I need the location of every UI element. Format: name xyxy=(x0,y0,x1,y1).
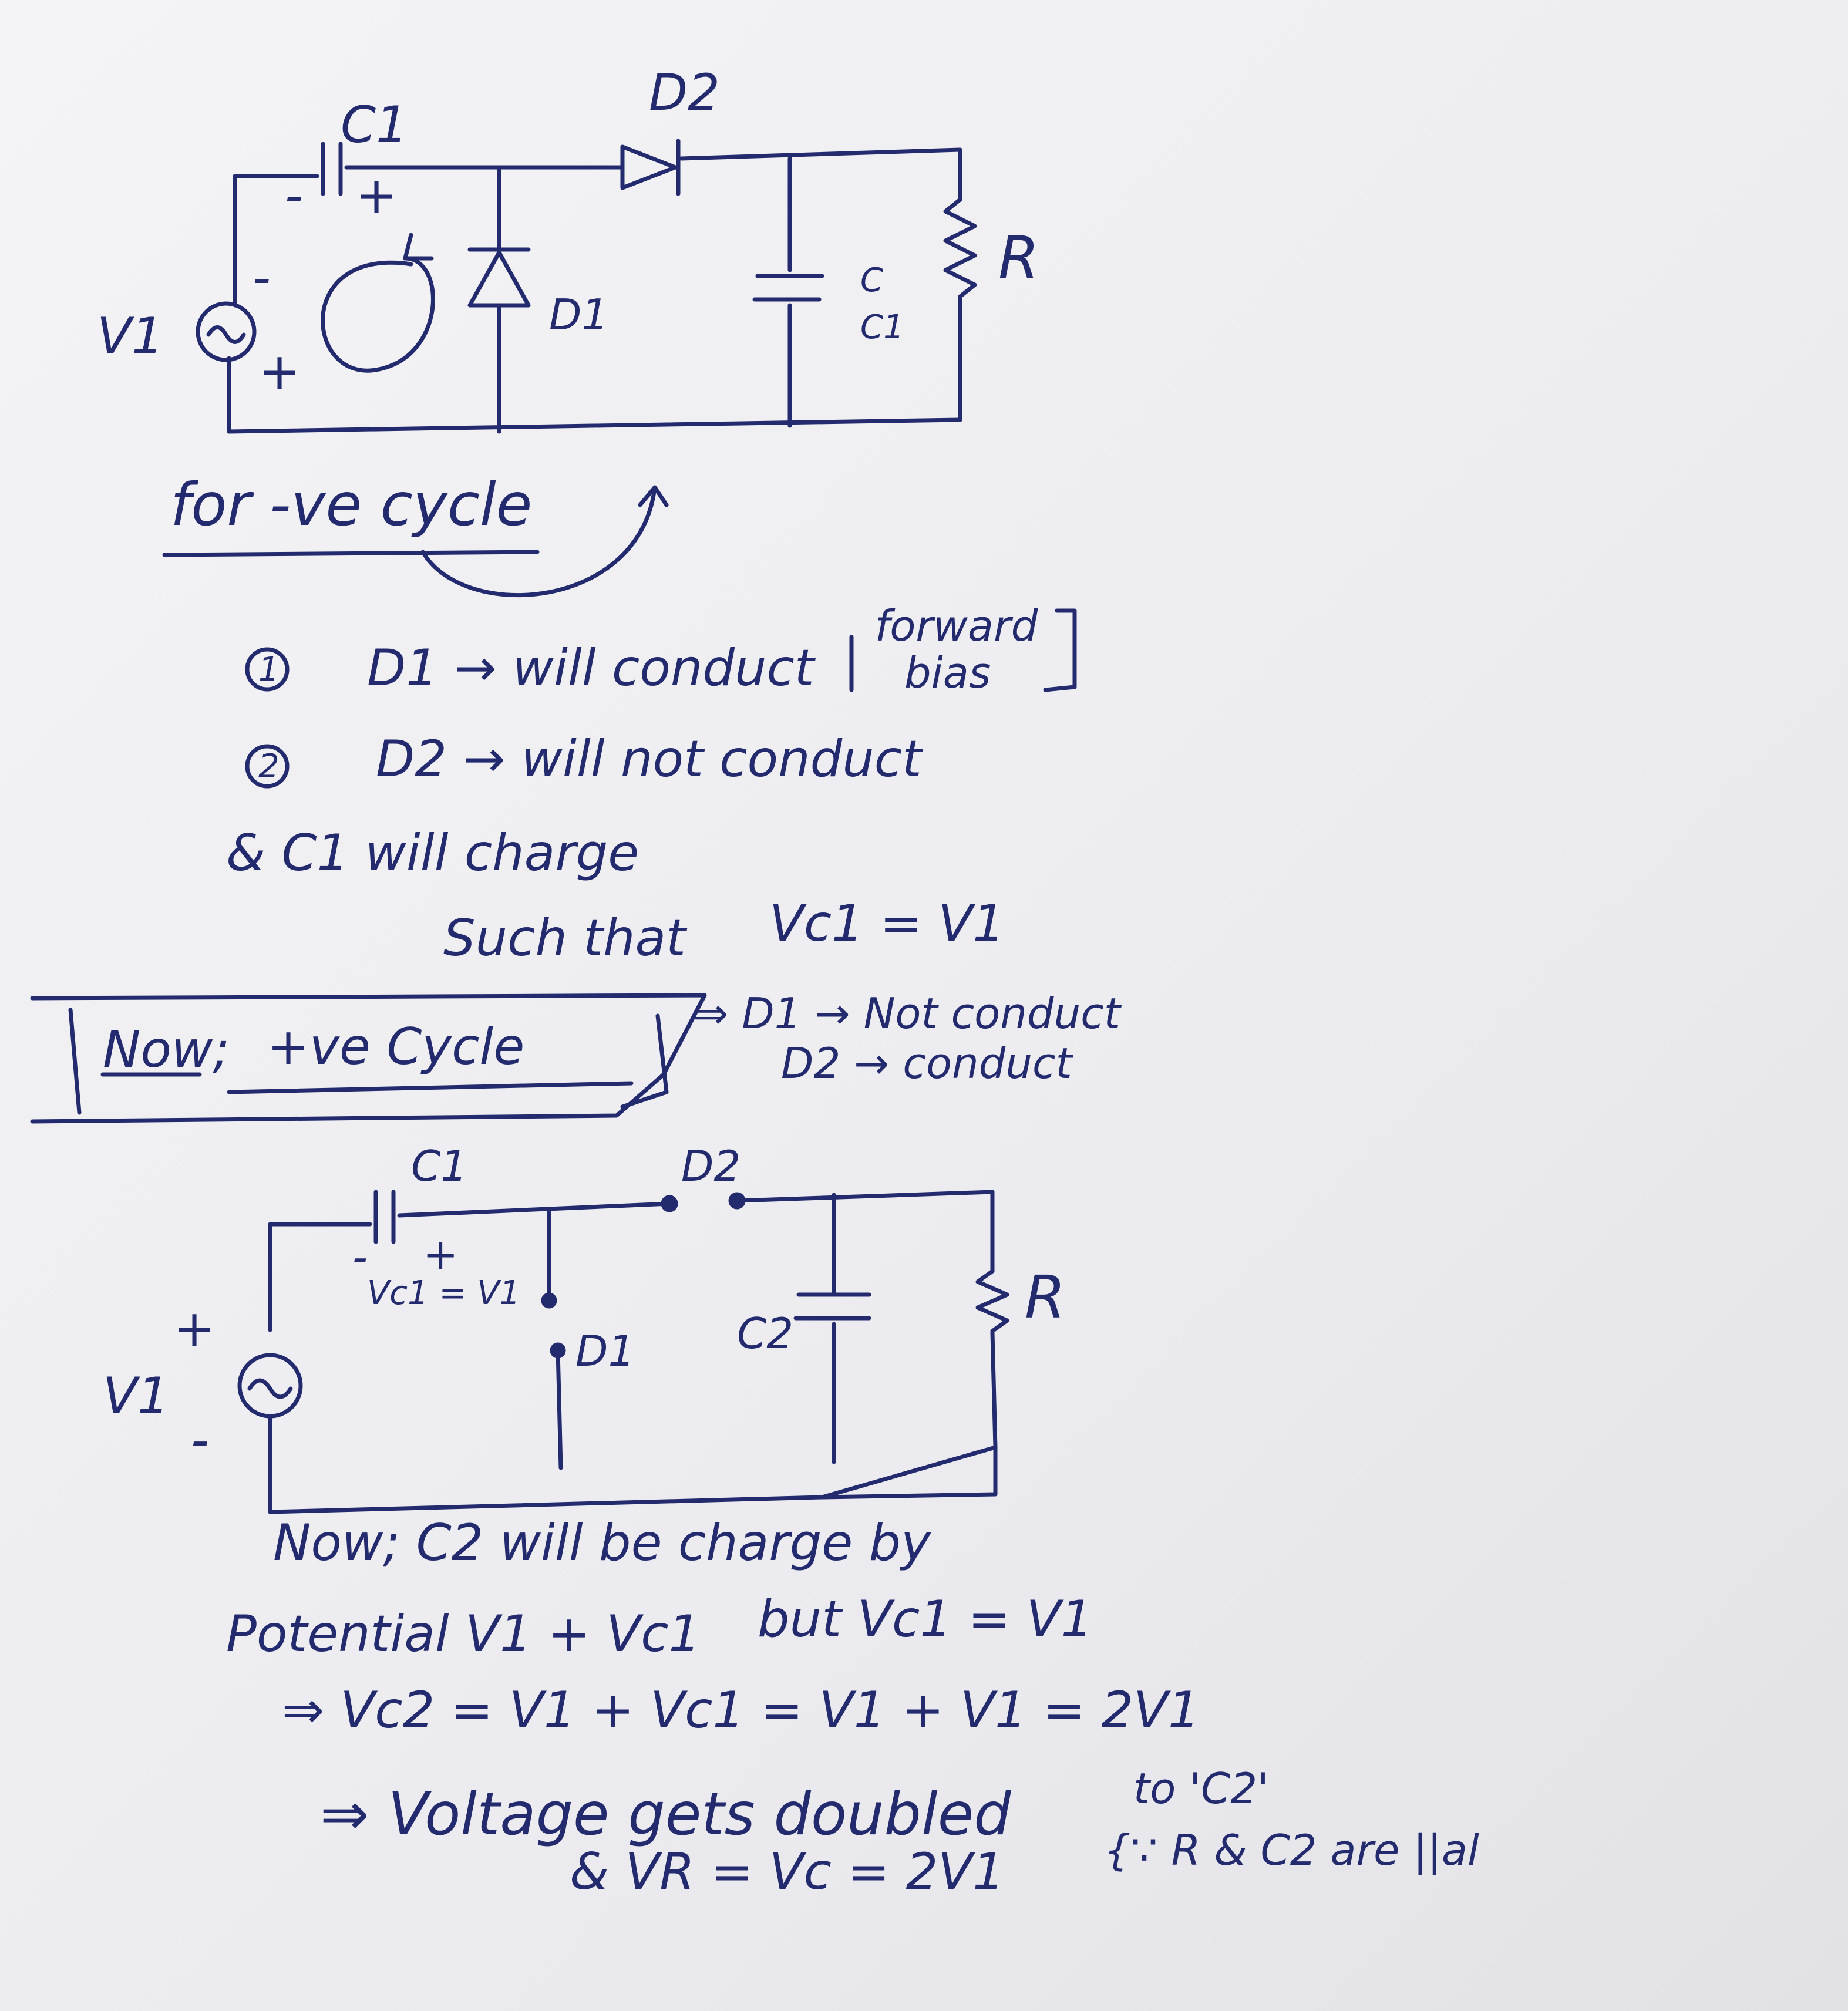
vc1-equation: Vc1 = V1 xyxy=(769,894,1005,953)
circuit-2 xyxy=(237,1190,1009,1514)
d1-cap2-label-b: C1 xyxy=(860,308,904,346)
diode-d2-symbol xyxy=(620,139,681,196)
d2-r-label: R xyxy=(1025,1263,1066,1332)
d2-c1-label: C1 xyxy=(411,1141,468,1191)
d2-d2-label: D2 xyxy=(681,1141,741,1191)
d1-d1-label: D1 xyxy=(549,290,609,339)
capacitor-c-symbol xyxy=(752,274,824,302)
d2-cap-plus: + xyxy=(423,1229,459,1279)
d2-vc1-label: Vc1 = V1 xyxy=(367,1274,521,1312)
pos-cycle-now: Now; xyxy=(103,1020,230,1079)
capacitor-c2-symbol xyxy=(793,1292,871,1321)
charge-line: & C1 will charge xyxy=(226,824,639,882)
conclusion-line3: ⇒ Vc2 = V1 + Vc1 = V1 + V1 = 2V1 xyxy=(282,1681,1200,1740)
d1-d2-label: D2 xyxy=(649,63,720,122)
ac-source-1 xyxy=(196,301,257,362)
capacitor-c1-2-symbol xyxy=(373,1190,396,1244)
d2-c2-label: C2 xyxy=(737,1309,794,1358)
d1-src-plus: + xyxy=(258,342,301,401)
d1-cap-minus: - xyxy=(285,166,304,225)
conclusion-line1: Now; C2 will be charge by xyxy=(273,1514,931,1572)
conclusion-line2b: but Vc1 = V1 xyxy=(758,1590,1093,1649)
point2-number: 2 xyxy=(258,747,280,786)
d2-src-plus: + xyxy=(173,1299,216,1358)
conclusion-line4b: to 'C2' xyxy=(1133,1764,1269,1813)
diode-d1-symbol xyxy=(467,247,531,308)
d1-src-minus: - xyxy=(253,248,271,307)
conclusion-line5a: & VR = Vc = 2V1 xyxy=(570,1842,1005,1901)
capacitor-c1-symbol xyxy=(321,142,343,196)
pos-cycle-heading: +ve Cycle xyxy=(267,1018,525,1076)
point1-text: D1 → will conduct xyxy=(367,639,814,698)
neg-cycle-heading: for -ve cycle xyxy=(170,470,533,539)
d1-cap-plus: + xyxy=(355,166,398,225)
point1-note-bias: bias xyxy=(904,648,991,698)
pos-d1-state: ⇒ D1 → Not conduct xyxy=(693,989,1121,1038)
d1-r-label: R xyxy=(998,224,1039,292)
circuit-1 xyxy=(196,139,977,597)
d2-src-minus: - xyxy=(191,1411,210,1470)
point1-note-forward: forward xyxy=(875,601,1038,651)
pos-d2-state: D2 → conduct xyxy=(781,1039,1072,1088)
such-that-text: Such that xyxy=(443,909,686,968)
conclusion-line4a: ⇒ Voltage gets doubled xyxy=(320,1780,1011,1848)
resistor-r-2-symbol xyxy=(975,1269,1009,1333)
conclusion-line5b: {∵ R & C2 are ||al xyxy=(1104,1825,1479,1875)
d1-v1-label: V1 xyxy=(97,307,164,366)
d2-v1-label: V1 xyxy=(103,1367,170,1426)
d2-d1-label: D1 xyxy=(575,1326,635,1376)
resistor-r-symbol xyxy=(943,197,977,299)
d1-cap2-label-a: C xyxy=(860,261,884,299)
d1-c1-label: C1 xyxy=(341,96,408,154)
d2-cap-minus: - xyxy=(352,1232,368,1282)
conclusion-line2a: Potential V1 + Vc1 xyxy=(226,1605,701,1663)
point1-number: 1 xyxy=(258,651,280,689)
point2-text: D2 → will not conduct xyxy=(376,730,922,789)
